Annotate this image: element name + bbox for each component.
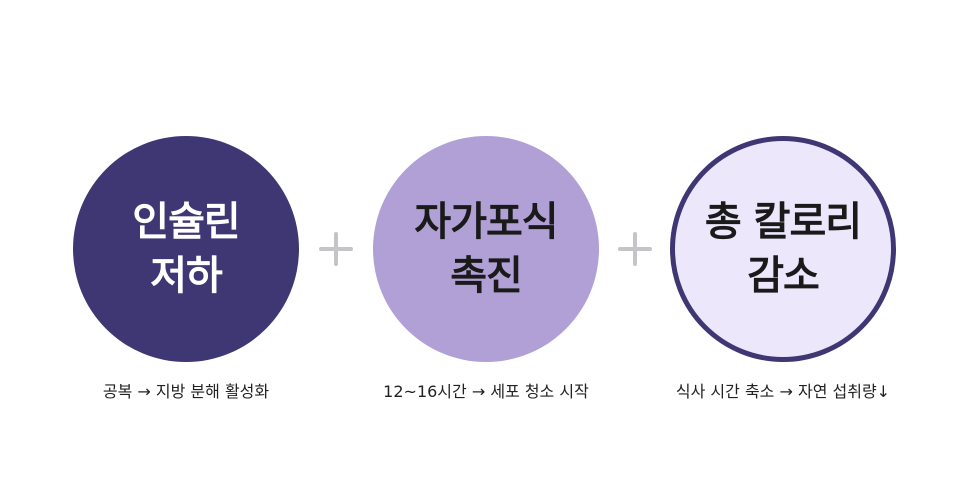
step-3-caption: 식사 시간 축소 → 자연 섭취량↓ — [675, 382, 891, 401]
step-1-caption: 공복 → 지방 분해 활성화 — [102, 382, 270, 401]
step-3-title-line-2: 감소 — [747, 253, 820, 299]
step-1-title: 인슐린 저하 — [132, 195, 240, 303]
step-1-title-line-2: 저하 — [150, 253, 223, 299]
plus-icon — [319, 232, 353, 266]
step-3-title: 총 칼로리 감소 — [704, 195, 862, 303]
step-2-caption: 12~16시간 → 세포 청소 시작 — [383, 382, 589, 401]
step-2-circle: 자가포식 촉진 — [373, 136, 599, 362]
step-2-title-line-2: 촉진 — [450, 253, 523, 299]
step-2-title: 자가포식 촉진 — [414, 195, 558, 303]
step-1-title-line-1: 인슐린 — [132, 199, 240, 245]
plus-icon — [618, 232, 652, 266]
step-2-title-line-1: 자가포식 — [414, 199, 558, 245]
step-3-circle: 총 칼로리 감소 — [670, 136, 896, 362]
step-3-title-line-1: 총 칼로리 — [704, 199, 862, 245]
step-1-circle: 인슐린 저하 — [73, 136, 299, 362]
